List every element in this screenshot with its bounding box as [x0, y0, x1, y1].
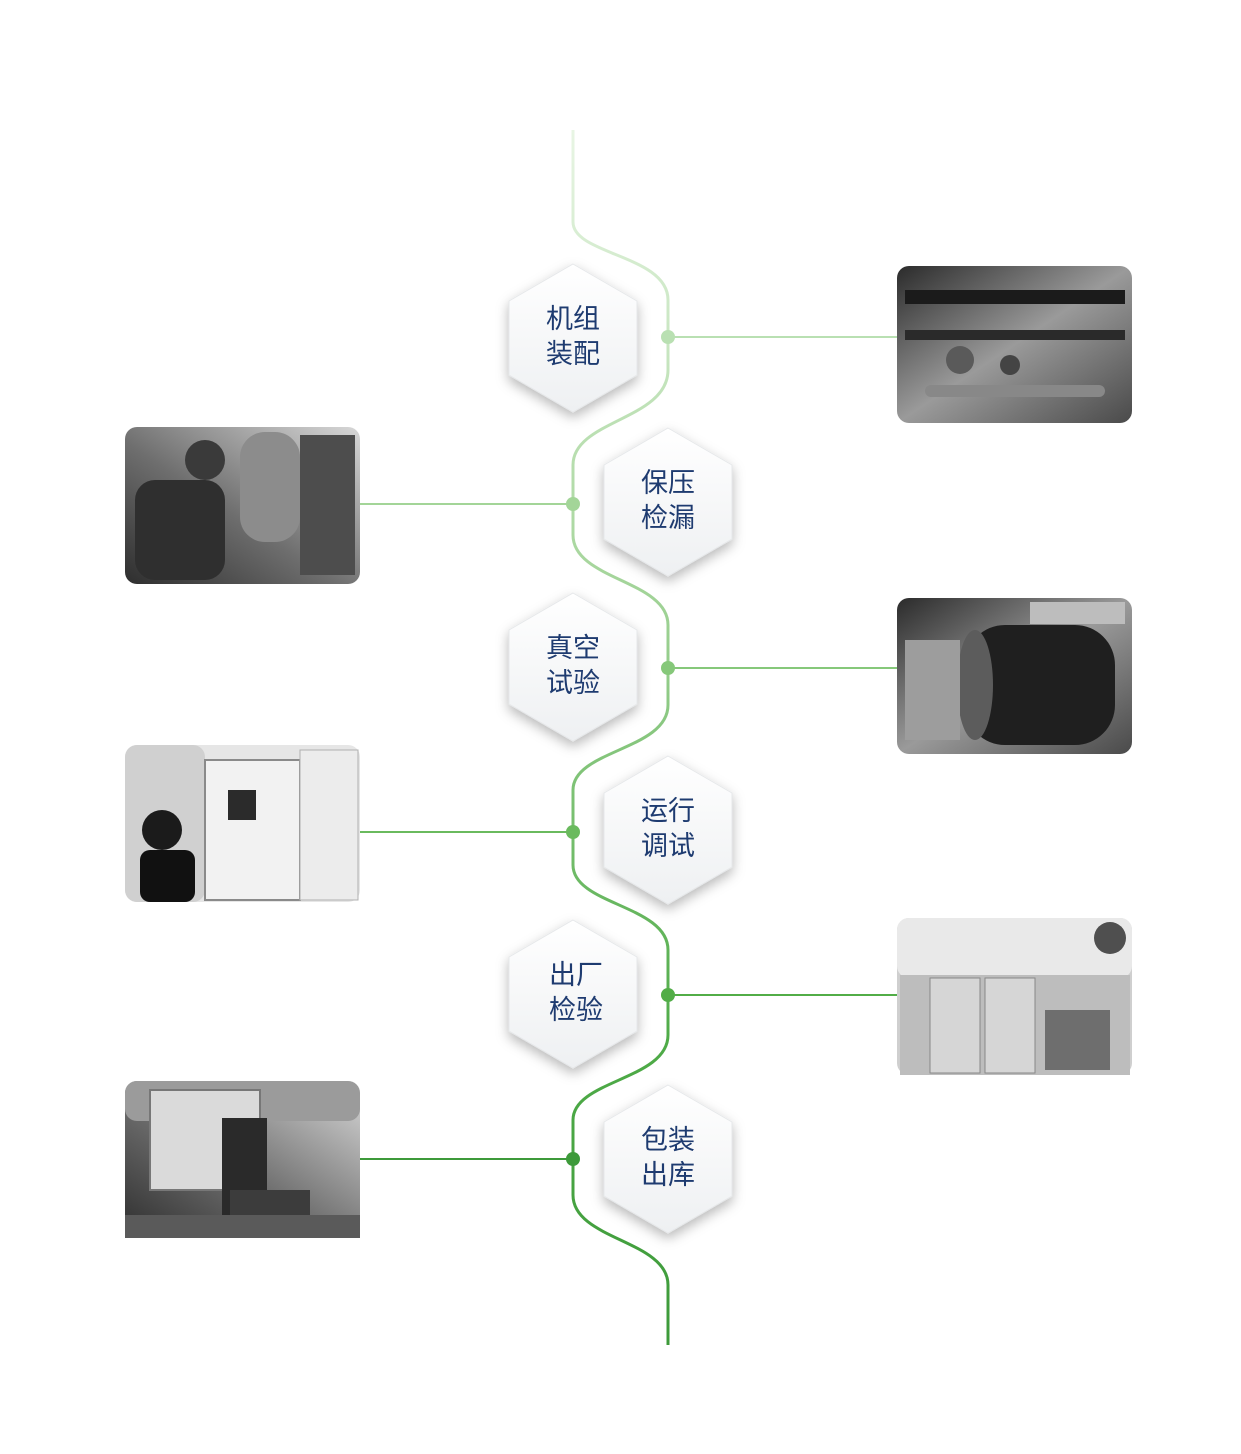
node-dot — [566, 1152, 580, 1166]
step-photo — [897, 598, 1132, 754]
step-pressure-leak-test: 保压 检漏 — [125, 427, 733, 584]
step-vacuum-test: 真空 试验 — [508, 592, 1132, 754]
step-photo — [125, 1081, 360, 1238]
step-label-line2: 检漏 — [641, 503, 695, 534]
step-label-line2: 检验 — [549, 995, 603, 1026]
step-factory-inspection: 出厂 检验 — [508, 918, 1132, 1075]
hexagon-badge — [508, 919, 638, 1069]
hexagon-badge — [508, 263, 638, 413]
step-label-line1: 保压 — [641, 468, 695, 499]
step-assembly: 机组 装配 — [508, 263, 1132, 423]
step-photo — [125, 427, 360, 584]
node-dot — [661, 988, 675, 1002]
hexagon-badge — [508, 592, 638, 742]
step-photo — [125, 745, 360, 902]
hexagon-badge — [603, 1084, 733, 1234]
node-dot — [661, 661, 675, 675]
node-dot — [661, 330, 675, 344]
hexagon-badge — [603, 427, 733, 577]
hexagon-badge — [603, 755, 733, 905]
step-label-line1: 真空 — [546, 633, 600, 664]
node-dot — [566, 497, 580, 511]
timeline-path — [571, 130, 670, 1345]
step-label-line2: 出库 — [641, 1160, 695, 1191]
step-commissioning: 运行 调试 — [125, 745, 733, 905]
step-label-line2: 试验 — [546, 668, 600, 699]
step-label-line2: 装配 — [546, 339, 600, 370]
step-label-line1: 出厂 — [549, 960, 603, 991]
step-photo — [897, 918, 1132, 1075]
node-dot — [566, 825, 580, 839]
step-label-line1: 运行 — [641, 796, 695, 827]
step-label-line1: 包装 — [641, 1125, 695, 1156]
step-label-line2: 调试 — [641, 831, 695, 862]
step-label-line1: 机组 — [546, 304, 600, 335]
step-packaging-shipping: 包装 出库 — [125, 1081, 733, 1238]
step-photo — [897, 266, 1132, 423]
